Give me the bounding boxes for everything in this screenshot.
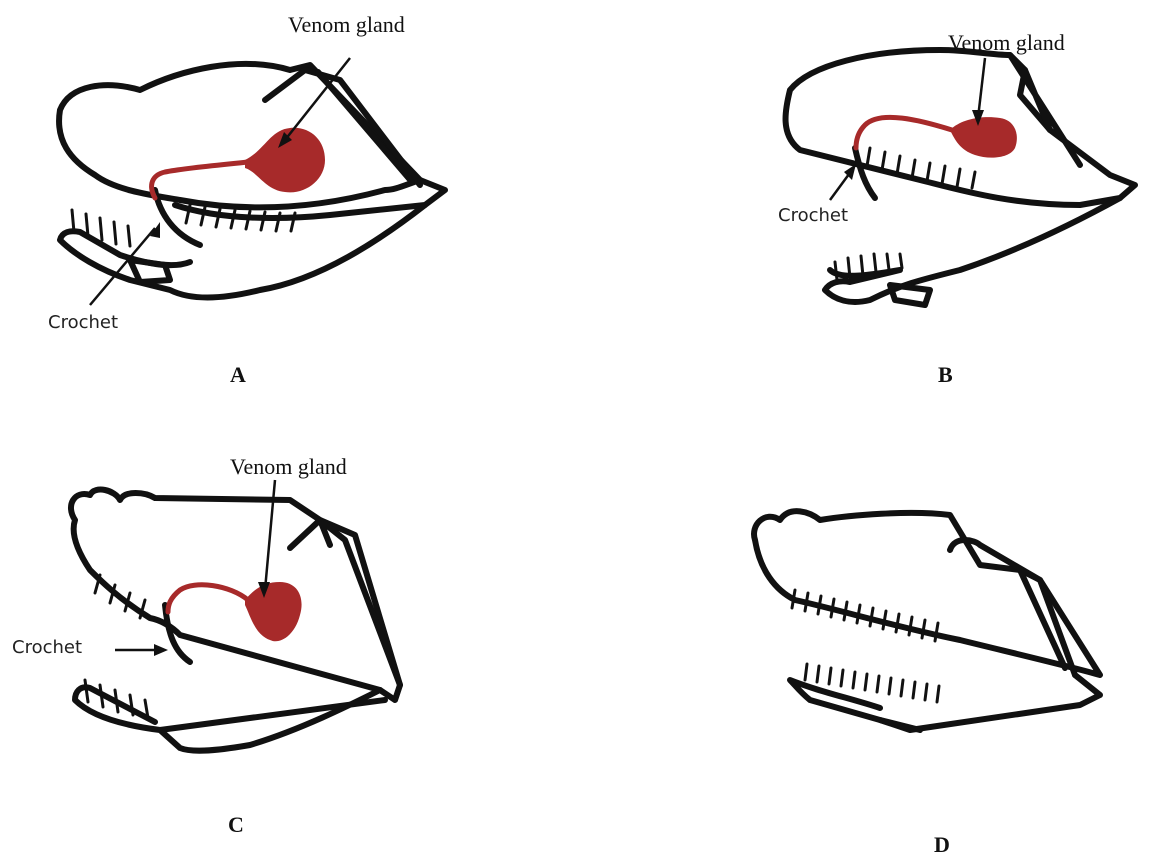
skull-a-drawing [0,0,580,400]
panel-letter-d: D [934,832,950,858]
panel-letter-b: B [938,362,953,388]
crochet-label-c: Crochet [12,637,82,658]
panel-d: D [580,430,1161,856]
venom-gland-label-a: Venom gland [288,12,405,38]
panel-letter-a: A [230,362,246,388]
skull-d-drawing [580,430,1161,856]
panel-c: Venom gland Crochet C [0,430,580,856]
panel-a: Venom gland Crochet A [0,0,580,400]
venom-gland-label-b: Venom gland [948,30,1065,56]
panel-letter-c: C [228,812,244,838]
venom-gland-label-c: Venom gland [230,454,347,480]
panel-b: Venom gland Crochet B [580,0,1161,400]
skull-c-drawing [0,430,580,856]
crochet-label-a: Crochet [48,312,118,333]
crochet-label-b: Crochet [778,205,848,226]
skull-b-drawing [580,0,1161,400]
